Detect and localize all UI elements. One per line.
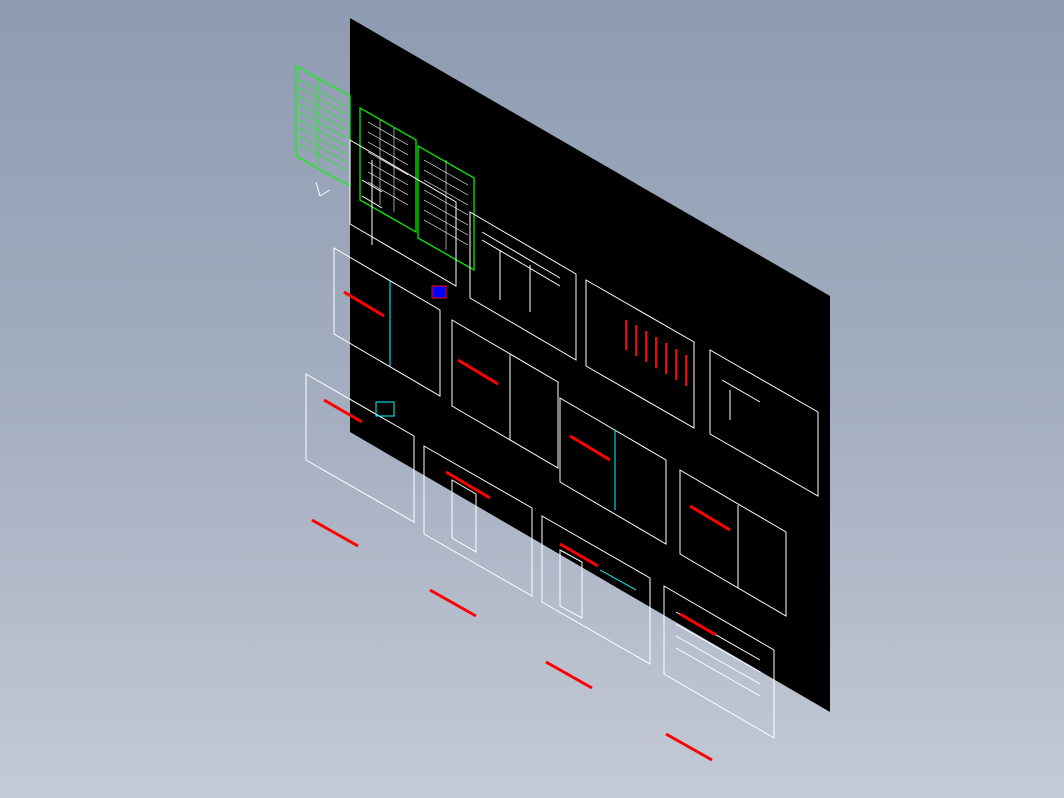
ucs-indicator-icon [315,181,331,197]
drawing-sheet-3-selected[interactable] [417,144,475,272]
drawing-sheet-14-panel[interactable] [541,515,651,665]
drawing-sheet-8[interactable] [333,247,441,397]
drawing-sheet-1-selected[interactable] [295,64,351,188]
drawing-sheet-13-panel[interactable] [423,445,533,597]
drawing-sheet-15-table[interactable] [663,585,775,739]
drawing-sheet-6-bars[interactable] [585,279,695,429]
drawing-sheet-10[interactable] [559,397,667,545]
drawing-sheets [295,64,819,762]
drawing-sheet-7[interactable] [709,349,819,497]
layer-marker [431,285,447,299]
drawing-sheet-4[interactable] [349,139,457,287]
drawing-sheet-9[interactable] [451,319,559,469]
black-layout-sheet[interactable] [350,18,830,712]
drawing-sheet-2-selected[interactable] [359,106,417,234]
drawing-sheet-5[interactable] [469,211,577,361]
title-block-stamps [311,518,713,762]
drawing-sheet-12-panel[interactable] [305,373,415,523]
drawing-sheet-11[interactable] [679,469,787,617]
